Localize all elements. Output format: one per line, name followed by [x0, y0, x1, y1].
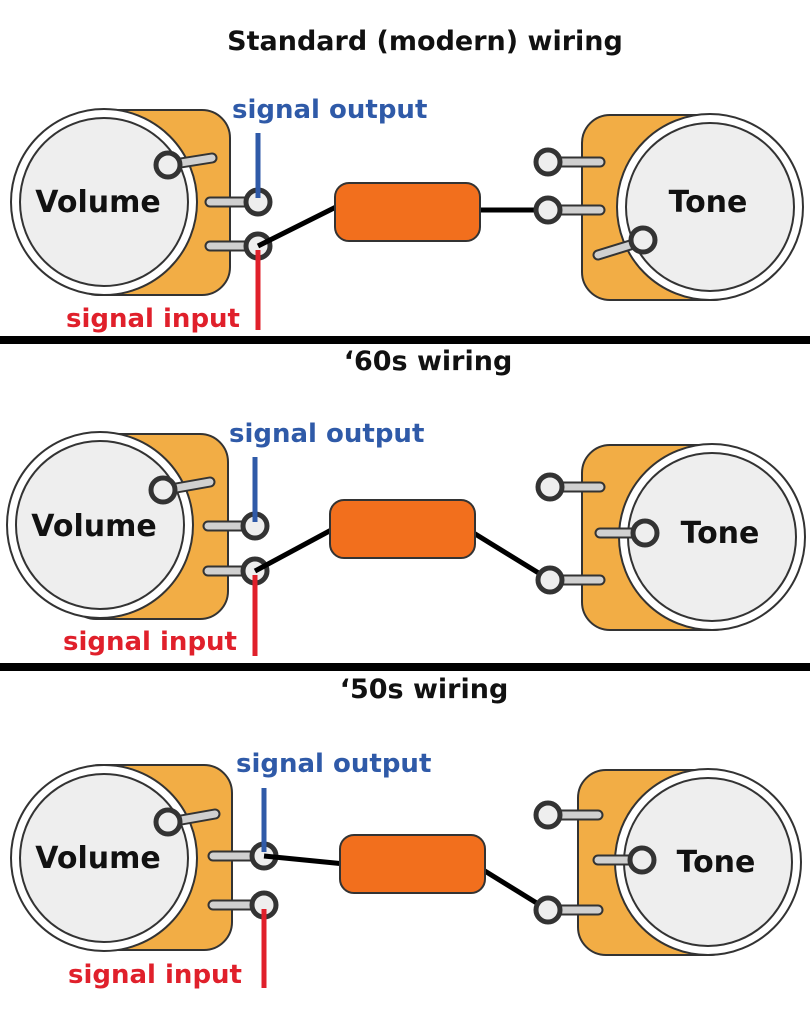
signal-input-label: signal input — [66, 304, 240, 334]
capacitor-lead-left — [263, 853, 346, 867]
volume-ground-eyelet — [148, 475, 178, 505]
volume-pot-face — [19, 773, 189, 943]
tone-label: Tone — [677, 845, 756, 880]
signal-output-label: signal output — [229, 419, 424, 449]
section-divider — [0, 336, 810, 344]
volume-label: Volume — [31, 509, 156, 544]
section-standard: Standard (modern) wiring Volume signal o… — [10, 26, 804, 334]
signal-output-label: signal output — [232, 95, 427, 125]
volume-ground-eyelet — [153, 807, 183, 837]
capacitor — [334, 182, 481, 242]
volume-pot-face — [19, 117, 189, 287]
capacitor — [339, 834, 486, 894]
tone-lugs — [533, 147, 606, 225]
tone-outer-lug — [533, 800, 563, 830]
volume-label: Volume — [35, 185, 160, 220]
volume-label: Volume — [35, 841, 160, 876]
section-title: Standard (modern) wiring — [227, 26, 623, 57]
tone-ground-eyelet — [628, 225, 658, 255]
section-50s: ‘50s wiring Volume signal output signal … — [10, 674, 802, 990]
tone-lower-lug — [533, 895, 563, 925]
tone-outer-lug — [533, 147, 563, 177]
tone-middle-lug — [533, 195, 563, 225]
tone-pot-face — [625, 122, 795, 292]
tone-label: Tone — [669, 185, 748, 220]
section-divider — [0, 663, 810, 671]
tone-lugs — [535, 472, 606, 595]
capacitor-lead-left — [253, 525, 337, 574]
tone-outer-lug — [535, 472, 565, 502]
volume-pot: Volume — [10, 108, 231, 296]
section-title: ‘60s wiring — [344, 346, 513, 377]
volume-pot: Volume — [10, 764, 233, 952]
capacitor — [329, 499, 476, 559]
tone-label: Tone — [681, 516, 760, 551]
signal-input-label: signal input — [68, 960, 242, 990]
tone-lugs — [533, 800, 604, 925]
tone-lower-lug — [535, 565, 565, 595]
volume-ground-eyelet — [153, 150, 183, 180]
volume-pot: Volume — [6, 431, 229, 620]
tone-pot: Tone — [581, 113, 804, 301]
signal-output-label: signal output — [236, 749, 431, 779]
section-60s: ‘60s wiring Volume signal output signal … — [6, 346, 806, 657]
capacitor-lead-right — [470, 529, 552, 583]
section-title: ‘50s wiring — [340, 674, 509, 705]
volume-pot-face — [15, 440, 185, 610]
tone-pot: Tone — [577, 768, 802, 956]
signal-input-label: signal input — [63, 627, 237, 657]
tone-ground-eyelet — [630, 518, 660, 548]
capacitor-lead-left — [256, 202, 342, 249]
tone-ground-eyelet — [627, 845, 657, 875]
tone-pot: Tone — [581, 443, 806, 631]
